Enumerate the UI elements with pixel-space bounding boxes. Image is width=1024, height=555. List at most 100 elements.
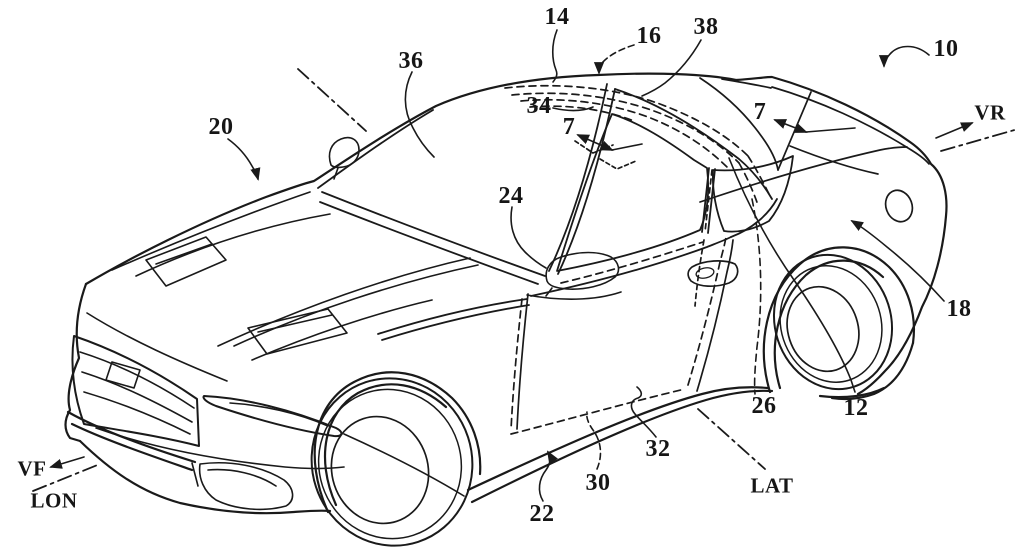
rear-bumper-bottom	[830, 341, 915, 401]
rocker-bottom	[470, 389, 774, 504]
section-line-upper-left	[297, 68, 367, 132]
roof-channel-dash	[520, 98, 730, 170]
bumper-crease	[95, 427, 345, 470]
leader-18	[850, 220, 945, 302]
hood-vent-far	[145, 236, 227, 287]
front-tire	[310, 377, 474, 547]
fog-scoop-inner	[207, 468, 277, 487]
sail-rear-edge	[777, 91, 812, 171]
door-inner-dash-bottom	[510, 388, 686, 435]
roof-channel-dash	[747, 155, 772, 199]
ref-label-18: 18	[946, 296, 972, 322]
hood-crease-far	[135, 213, 331, 277]
rear-rim	[786, 285, 860, 373]
quarter-beltline	[699, 146, 908, 203]
ref-label-20: 20	[208, 114, 234, 140]
spoiler-lower-edge	[771, 86, 930, 165]
cowl-line-2	[319, 201, 539, 285]
ref-label-7-left: 7	[562, 114, 576, 140]
roof-drip-rail	[614, 88, 773, 200]
rear-details	[699, 77, 930, 223]
ref-label-22: 22	[529, 501, 555, 527]
leader-38	[641, 39, 702, 97]
ref-label-34: 34	[526, 93, 552, 119]
fender-shoulder-2	[381, 304, 530, 341]
roof-channel-dash	[504, 84, 749, 157]
ref-label-24: 24	[498, 183, 524, 209]
c-pillar-front	[699, 77, 779, 171]
far-beltline-inner	[111, 191, 311, 271]
front-rim	[330, 415, 430, 525]
hood-details	[111, 191, 479, 361]
leader-34	[552, 106, 594, 112]
cowl-line	[321, 191, 546, 277]
grille-slat	[83, 391, 191, 435]
ref-label-32: 32	[645, 436, 671, 462]
grille-slat	[81, 371, 193, 423]
front-arch-inner	[323, 383, 448, 507]
beltline-door	[530, 236, 732, 297]
b-pillar-dash	[704, 169, 713, 233]
leader-36	[404, 71, 435, 158]
mirror-shelf	[526, 291, 622, 300]
lon-axis-line	[32, 463, 101, 492]
hood-crease	[251, 299, 433, 361]
leader-lines	[49, 29, 974, 502]
leader-22	[538, 450, 558, 502]
ref-label-38: 38	[693, 14, 719, 40]
fuel-door	[884, 189, 914, 223]
rear-valance-line	[818, 386, 886, 399]
vr-arrow	[935, 122, 974, 139]
leader-30	[585, 411, 602, 470]
axis-label-vr: VR	[974, 100, 1006, 125]
a-pillar-far-inner	[317, 109, 434, 189]
glazing-and-pillars	[317, 83, 794, 341]
ref-label-30: 30	[585, 470, 611, 496]
door-inner-dash-front	[510, 298, 523, 431]
grille-badge	[105, 361, 141, 389]
b-pillar-2	[707, 168, 716, 234]
hood-fascia-seam	[86, 312, 228, 382]
hood-vent-near-inner	[257, 314, 333, 333]
door-window	[556, 113, 710, 272]
door-front-seam	[516, 293, 529, 430]
door-details	[516, 239, 739, 430]
ref-label-26: 26	[751, 393, 777, 419]
front-wheel-arch	[313, 371, 482, 514]
fog-scoop	[198, 461, 294, 511]
rear-wheel-arch	[762, 246, 915, 394]
splitter-lower-lip	[70, 422, 194, 472]
rear-sidewall	[779, 265, 883, 383]
ref-label-7-right: 7	[753, 99, 767, 125]
section-datum-lines	[32, 68, 1019, 492]
quarter-window	[711, 155, 794, 233]
front-fascia-edge	[64, 282, 88, 443]
front-sidewall	[317, 388, 463, 540]
roof-channel-dash	[511, 92, 740, 164]
front-end-details	[71, 312, 465, 511]
ref-label-36: 36	[398, 48, 424, 74]
headlight	[202, 395, 343, 438]
section-arrow-7-left	[576, 134, 614, 151]
deck-seam	[721, 78, 772, 89]
axis-label-lat: LAT	[750, 473, 794, 498]
hood-vent-near	[247, 308, 348, 355]
scoop-step	[191, 462, 199, 487]
door-handle	[687, 260, 739, 287]
hidden-dashed-lines	[504, 84, 772, 435]
leader-24	[510, 206, 547, 269]
door-inner-dash-rear	[687, 236, 727, 386]
a-pillar-near	[548, 83, 608, 272]
leader-14	[551, 29, 558, 83]
axis-label-lon: LON	[30, 488, 78, 513]
ref-label-14: 14	[544, 4, 570, 30]
far-mirror-stalk	[333, 167, 339, 180]
hood-crease	[233, 264, 479, 347]
section-arrow-7-right-tail	[805, 127, 856, 133]
ref-label-12: 12	[843, 395, 869, 421]
fender-shoulder	[377, 298, 528, 335]
hood-crease	[217, 257, 471, 347]
hood-vent-far-inner	[155, 243, 213, 265]
